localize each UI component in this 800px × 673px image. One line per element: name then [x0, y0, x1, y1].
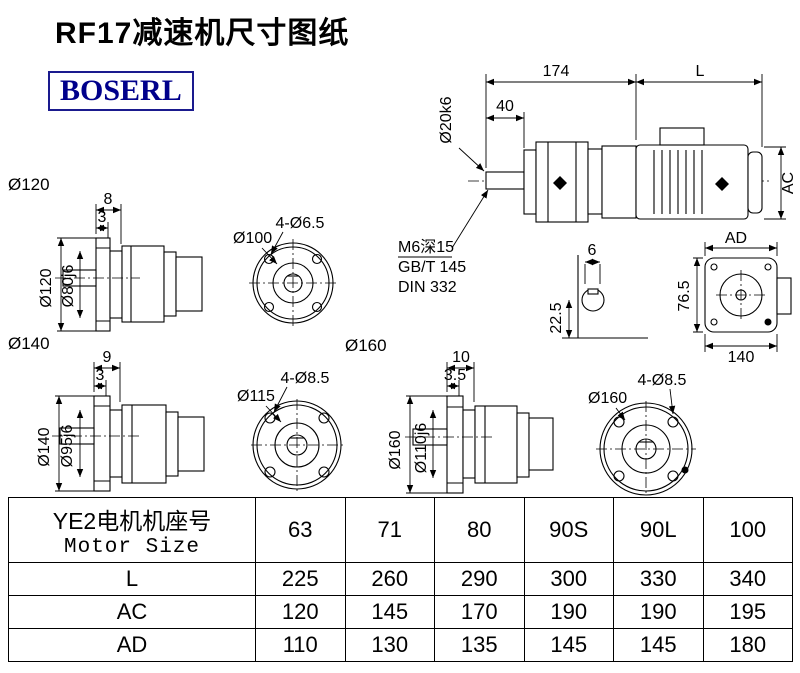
cell-AC-71: 145: [344, 595, 435, 629]
page-title: RF17减速机尺寸图纸: [55, 17, 350, 50]
cell-AD-90l: 145: [613, 628, 704, 662]
dim-3: 3: [98, 209, 107, 226]
cell-L-80: 290: [434, 562, 525, 596]
dim-flange-160: Ø160: [387, 430, 404, 469]
flange120-label: Ø120: [8, 175, 50, 194]
dim-22-5: 22.5: [548, 302, 565, 333]
dim-AD: AD: [725, 230, 747, 247]
dim-shaft-dia: Ø20k6: [438, 96, 455, 143]
table-row-AC: AC 120 145 170 190 190 195: [8, 595, 793, 629]
dim-key-width: 6: [588, 242, 597, 259]
table-header-row: YE2电机机座号 Motor Size 63 71 80 90S 90L 100: [8, 497, 793, 563]
motor-size-header: YE2电机机座号 Motor Size: [8, 497, 256, 563]
dim-3-5: 3.5: [444, 367, 466, 384]
note-m6: M6深15: [398, 238, 454, 256]
cell-AC-90s: 190: [523, 595, 614, 629]
cell-AD-90s: 145: [523, 628, 614, 662]
shaft-section-view: 6 22.5: [548, 242, 648, 339]
boserl-logo: BOSERL: [48, 71, 194, 111]
size-col-71: 71: [344, 497, 435, 563]
note-din: DIN 332: [398, 279, 457, 296]
assembly-view: 174 L 40 Ø20k6 AC M6深15 GB/T 145 DIN 332: [398, 63, 797, 296]
dim-d100: Ø100: [233, 230, 272, 247]
cell-AD-63: 110: [255, 628, 346, 662]
table-row-L: L 225 260 290 300 330 340: [8, 562, 793, 596]
flange120-front-view: 4-Ø6.5 Ø100: [233, 215, 337, 327]
flange140-label: Ø140: [8, 334, 50, 353]
dim-L: L: [696, 63, 705, 80]
row-label-AC: AC: [8, 595, 256, 629]
dim-174: 174: [543, 63, 570, 80]
holes-4-8-5a: 4-Ø8.5: [281, 370, 330, 387]
dim-3b: 3: [96, 367, 105, 384]
dim-10: 10: [452, 349, 470, 366]
cell-L-71: 260: [344, 562, 435, 596]
flange120-side-view: Ø120 8 3 Ø120 Ø80j6: [8, 175, 203, 332]
technical-drawing: 174 L 40 Ø20k6 AC M6深15 GB/T 145 DIN 332…: [8, 63, 797, 496]
dim-40: 40: [496, 98, 514, 115]
motor-rear-view: AD 76.5 140: [676, 230, 792, 366]
cell-AD-80: 135: [434, 628, 525, 662]
flange160-label: Ø160: [345, 336, 387, 355]
row-label-AD: AD: [8, 628, 256, 662]
size-col-100: 100: [702, 497, 793, 563]
size-col-63: 63: [255, 497, 346, 563]
flange140-front-view: 4-Ø8.5 Ø115: [237, 370, 343, 491]
dim-76-5: 76.5: [676, 280, 693, 311]
dim-pilot-110: Ø110j6: [413, 423, 430, 474]
dim-d160: Ø160: [588, 390, 627, 407]
holes-4-8-5b: 4-Ø8.5: [638, 372, 687, 389]
flange140-side-view: Ø140 9 3 Ø140 Ø95j6: [8, 334, 205, 492]
cell-L-90s: 300: [523, 562, 614, 596]
cell-AC-80: 170: [434, 595, 525, 629]
dim-9: 9: [103, 349, 112, 366]
holes-4-6-5: 4-Ø6.5: [276, 215, 325, 232]
flange160-front-view: Ø160 4-Ø8.5: [588, 372, 696, 496]
size-col-80: 80: [434, 497, 525, 563]
size-col-90l: 90L: [613, 497, 704, 563]
row-label-L: L: [8, 562, 256, 596]
cell-AD-100: 180: [702, 628, 793, 662]
dim-d115: Ø115: [237, 388, 275, 405]
note-gbt: GB/T 145: [398, 259, 466, 276]
cell-L-100: 340: [702, 562, 793, 596]
dim-pilot-80: Ø80j6: [60, 265, 77, 308]
dim-flange-140: Ø140: [36, 427, 53, 466]
motor-size-header-en: Motor Size: [63, 535, 201, 559]
cell-AC-100: 195: [702, 595, 793, 629]
cell-AC-90l: 190: [613, 595, 704, 629]
dim-AC: AC: [780, 172, 797, 194]
table-row-AD: AD 110 130 135 145 145 180: [8, 628, 793, 662]
dim-140: 140: [728, 349, 755, 366]
flange160-side-view: Ø160 10 3.5 Ø160 Ø110j6: [345, 336, 554, 494]
dimension-table: YE2电机机座号 Motor Size 63 71 80 90S 90L 100…: [8, 497, 793, 662]
dim-8: 8: [104, 191, 113, 208]
dim-flange-120: Ø120: [38, 268, 55, 307]
cell-AD-71: 130: [344, 628, 435, 662]
dim-pilot-95: Ø95j6: [59, 425, 76, 468]
cell-L-63: 225: [255, 562, 346, 596]
cell-L-90l: 330: [613, 562, 704, 596]
cell-AC-63: 120: [255, 595, 346, 629]
size-col-90s: 90S: [523, 497, 614, 563]
motor-size-header-cn: YE2电机机座号: [52, 507, 212, 534]
